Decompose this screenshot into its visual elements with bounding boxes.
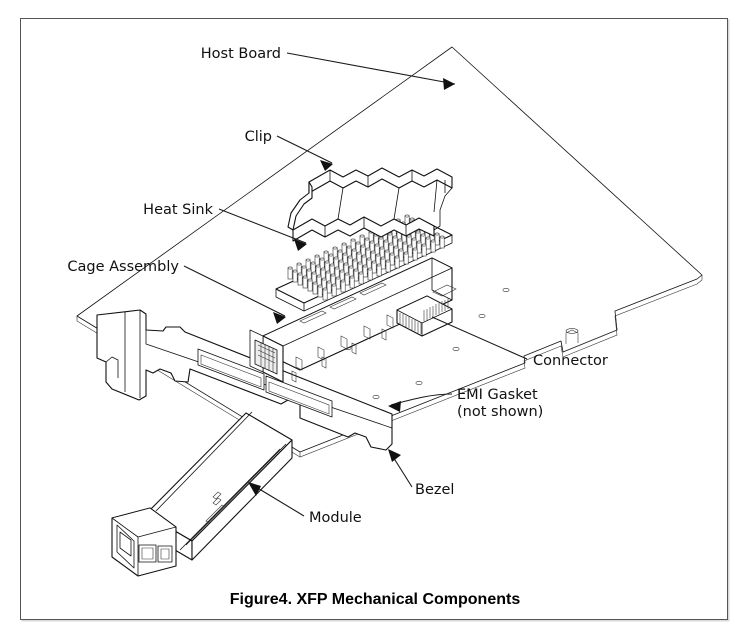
module-front-faceplate bbox=[111, 507, 177, 577]
label-module: Module bbox=[309, 510, 362, 526]
label-connector: Connector bbox=[533, 353, 608, 369]
callout-labels: Host Board Clip Heat Sink Cage Assembly … bbox=[67, 46, 607, 526]
label-emi-gasket-note: (not shown) bbox=[457, 404, 543, 420]
label-bezel: Bezel bbox=[415, 482, 454, 498]
cage-assembly-graphic bbox=[249, 257, 453, 383]
clip-graphic bbox=[287, 167, 453, 242]
label-heat-sink: Heat Sink bbox=[143, 202, 213, 218]
callout-leaders bbox=[183, 52, 528, 517]
label-clip: Clip bbox=[245, 129, 272, 145]
label-host-board: Host Board bbox=[201, 46, 281, 62]
bezel-openings bbox=[197, 348, 333, 418]
label-emi-gasket: EMI Gasket bbox=[457, 387, 538, 403]
figure-title: Figure4. XFP Mechanical Components bbox=[230, 591, 521, 608]
connector-graphic bbox=[396, 284, 457, 337]
label-cage-assembly: Cage Assembly bbox=[67, 259, 179, 275]
